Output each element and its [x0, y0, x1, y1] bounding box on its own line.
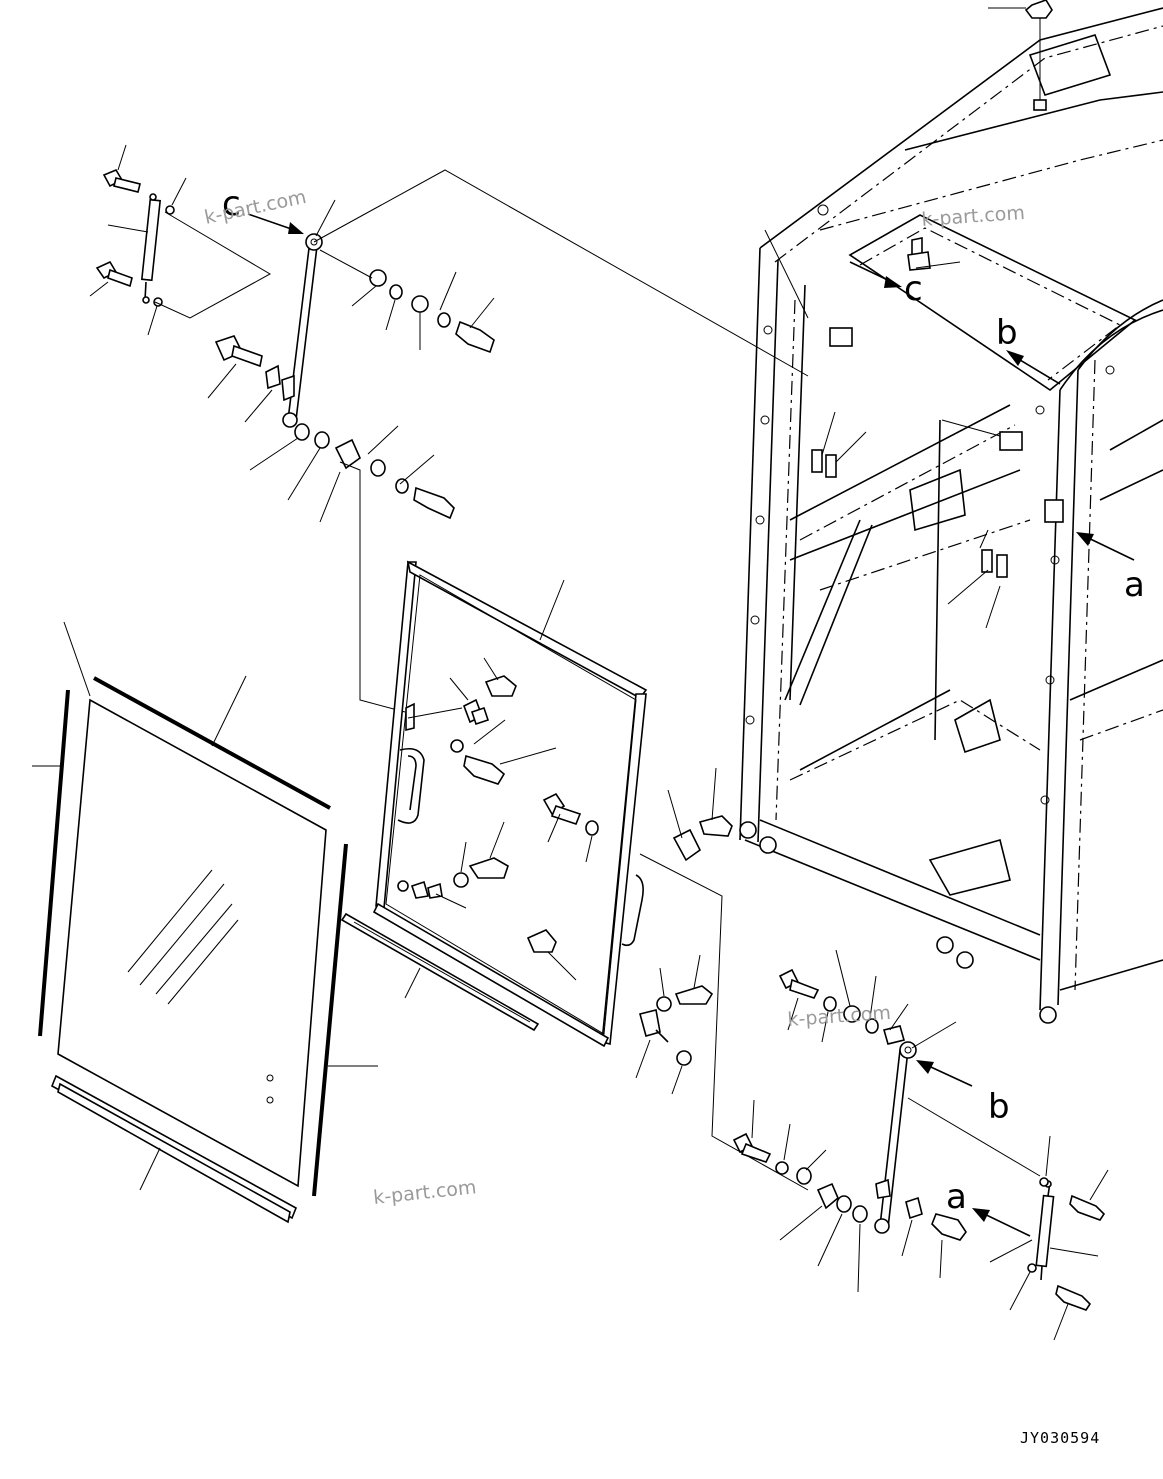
window-sash-frame — [372, 560, 648, 1048]
view-label-a-lower: a — [946, 1177, 967, 1217]
lower-rail — [340, 912, 540, 1032]
watermark-4: k-part.com — [372, 1176, 477, 1209]
bolt-icon — [95, 260, 133, 288]
view-arrows — [247, 213, 1135, 1237]
view-labels: c c b a b a — [222, 184, 1145, 1217]
view-label-a-upper: a — [1124, 565, 1145, 605]
lower-gas-stay-assembly — [732, 7, 1109, 1341]
view-label-c-upper: c — [904, 269, 923, 309]
view-label-b-lower: b — [988, 1087, 1010, 1127]
view-label-b-upper: b — [996, 313, 1018, 353]
cab-frame — [739, 0, 1163, 1024]
bolt-icon — [102, 168, 141, 193]
hinge-fittings — [635, 767, 809, 1191]
glass-pane — [32, 621, 378, 1224]
upper-gas-stay-assembly — [89, 144, 809, 713]
view-label-c-left: c — [222, 184, 241, 224]
drawing-code: JY030594 — [1020, 1429, 1100, 1447]
watermark-2: k-part.com — [921, 202, 1026, 231]
watermark-1: k-part.com — [202, 186, 308, 229]
